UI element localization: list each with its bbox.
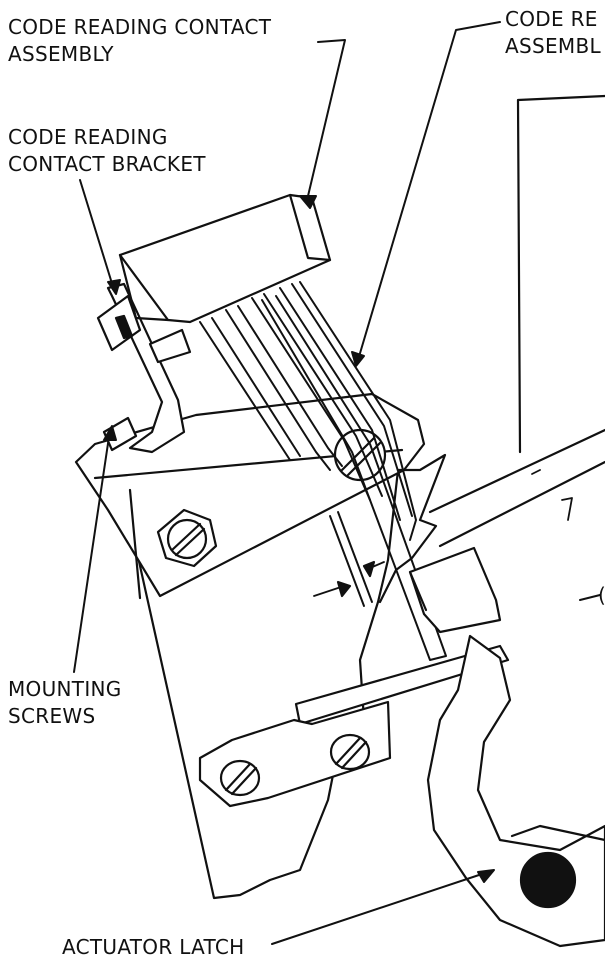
label-other-assembly: CODE RE ASSEMBL — [505, 6, 601, 60]
leader-lines — [73, 21, 601, 945]
actuator-latch — [426, 634, 605, 948]
label-mounting-screws: MOUNTING SCREWS — [8, 676, 122, 730]
label-contact-bracket-line-1: CODE READING — [8, 125, 168, 149]
actuator-lever — [294, 644, 510, 726]
label-contact-bracket-line-2: CONTACT BRACKET — [8, 152, 206, 176]
label-mounting-screws-line-1: MOUNTING — [8, 677, 122, 701]
lower-screw-right — [329, 733, 371, 771]
label-other-assembly-line-1: CODE RE — [505, 7, 598, 31]
label-edge-fragment: ( — [598, 582, 605, 609]
label-mounting-screws-line-2: SCREWS — [8, 704, 96, 728]
label-actuator-latch-line-1: ACTUATOR LATCH — [62, 935, 245, 959]
label-actuator-latch: ACTUATOR LATCH — [62, 934, 244, 961]
label-contact-assembly-line-1: CODE READING CONTACT — [8, 15, 272, 39]
label-contact-assembly-line-2: ASSEMBLY — [8, 42, 114, 66]
frame-lines — [428, 94, 605, 548]
latch-pivot — [519, 851, 577, 909]
bracket-screw — [156, 508, 218, 568]
contact-assembly-box — [118, 193, 332, 324]
operating-block — [408, 546, 502, 634]
lower-screw-left — [219, 759, 261, 797]
label-edge-fragment-text: ( — [598, 582, 605, 609]
label-contact-bracket: CODE READING CONTACT BRACKET — [8, 124, 206, 178]
label-contact-assembly: CODE READING CONTACT ASSEMBLY — [8, 14, 271, 68]
contact-wires — [199, 281, 447, 661]
label-other-assembly-line-2: ASSEMBL — [505, 34, 601, 58]
torn-edge — [378, 453, 447, 604]
